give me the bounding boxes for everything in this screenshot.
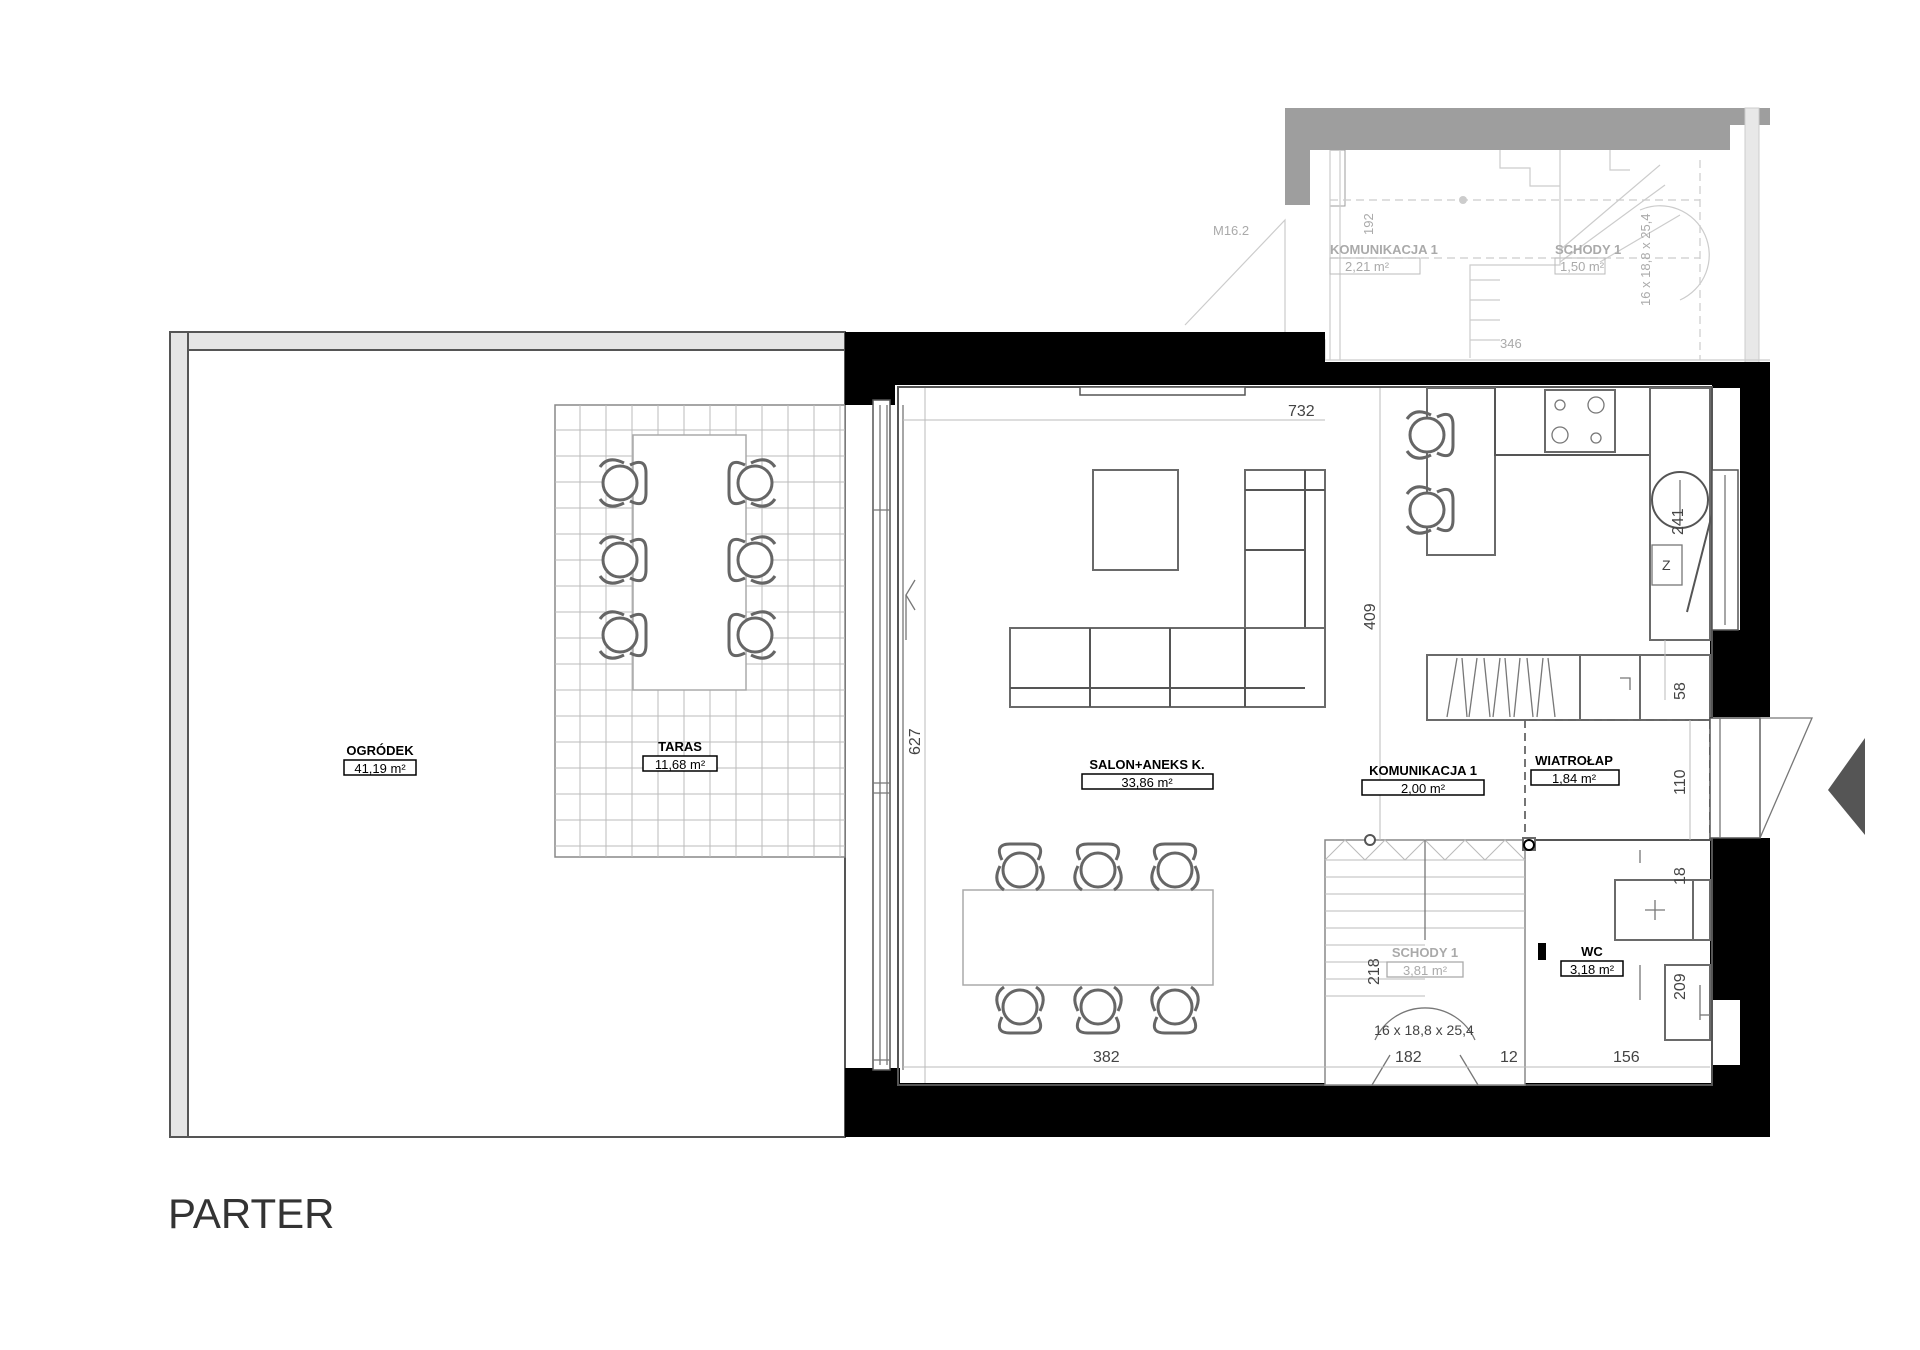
terrace-chair-left-1 [598,458,648,508]
stairs [1324,834,1526,1086]
dim-409: 409 [1362,603,1379,630]
ghost-schody-area: 1,50 m² [1560,259,1605,274]
terrace-chair-left-2 [598,535,648,585]
dim-241: 241 [1670,508,1687,535]
dim-218: 218 [1366,958,1383,985]
dim-12: 12 [1500,1049,1518,1066]
ghost-stairs [1459,150,1710,358]
room-area-wiatrolap: 1,84 m² [1552,771,1597,786]
terrace-chair-right-1 [727,458,777,508]
room-name-wc: WC [1581,944,1603,959]
wardrobe [1426,654,1581,721]
room-area-komunikacja: 2,00 m² [1401,781,1446,796]
room-name-schody: SCHODY 1 [1392,945,1458,960]
dim-182: 182 [1395,1049,1422,1066]
entry-door[interactable] [1709,717,1761,839]
room-name-komunikacja: KOMUNIKACJA 1 [1369,763,1477,778]
dim-18: 18 [1672,867,1689,885]
room-label-wc: WC 3,18 m² [1560,944,1624,977]
room-area-salon: 33,86 m² [1121,775,1173,790]
dining-chair-bottom-2 [1073,985,1123,1035]
ghost-level-mark: M16.2 [1213,223,1249,238]
bar-stool-2 [1405,485,1455,535]
ghost-komunikacja-area: 2,21 m² [1345,259,1390,274]
stairs-spec: 16 x 18,8 x 25,4 [1374,1022,1474,1038]
left-glazing [872,399,916,1071]
ghost-komunikacja-name: KOMUNIKACJA 1 [1330,242,1438,257]
sofa [1009,469,1326,708]
cooktop [1544,389,1616,453]
terrace-area [554,404,846,858]
room-label-komunikacja: KOMUNIKACJA 1 2,00 m² [1361,763,1485,796]
dim-110: 110 [1672,769,1689,795]
ghost-schody-name: SCHODY 1 [1555,242,1621,257]
dining-chair-top-2 [1073,842,1123,892]
room-label-ogrodek: OGRÓDEK 41,19 m² [343,743,417,776]
ghost-dim-346: 346 [1500,336,1522,351]
terrace-chair-right-2 [727,535,777,585]
wc-toilet [1664,964,1711,1041]
dining-chair-top-1 [995,842,1045,892]
room-label-schody: SCHODY 1 3,81 m² 16 x 18,8 x 25,4 [1374,945,1474,1038]
room-label-taras: TARAS 11,68 m² [642,739,718,772]
room-area-schody: 3,81 m² [1403,963,1448,978]
svg-text:Z: Z [1662,557,1671,573]
dim-209: 209 [1672,973,1689,1000]
ghost-dim-192: 192 [1361,213,1376,235]
armchair-square [1092,469,1179,571]
room-area-taras: 11,68 m² [655,757,706,772]
terrace-table [632,434,747,691]
room-label-salon: SALON+ANEKS K. 33,86 m² [1081,757,1214,790]
room-name-salon: SALON+ANEKS K. [1089,757,1204,772]
entry-wc [1522,717,1865,1041]
terrace-chairs [598,458,777,660]
bar-stool-1 [1405,410,1455,460]
entrance-arrow-icon [1828,738,1865,835]
room-name-wiatrolap: WIATROŁAP [1535,753,1613,768]
dining-chair-bottom-3 [1150,985,1200,1035]
dim-156: 156 [1613,1049,1640,1066]
room-area-ogrodek: 41,19 m² [354,761,406,776]
terrace-chair-left-3 [598,610,648,660]
dimension-lines [903,388,1710,1083]
dim-58: 58 [1672,682,1689,700]
floor-title: PARTER [168,1190,334,1237]
dining-chair-top-3 [1150,842,1200,892]
ghost-stairs-spec: 16 x 18,8 x 25,4 [1638,213,1653,306]
dim-627: 627 [907,728,924,755]
ghost-wall-fill [1285,108,1770,205]
upper-floor-ghost: M16.2 KOMUNIKACJA 1 2,21 m² SCHODY 1 1,5… [1184,107,1770,369]
dim-732: 732 [1288,403,1315,420]
terrace-chair-right-3 [727,610,777,660]
room-area-wc: 3,18 m² [1570,962,1615,977]
sink-icon [1651,471,1709,529]
dining-chair-bottom-1 [995,985,1045,1035]
room-label-wiatrolap: WIATROŁAP 1,84 m² [1530,753,1620,786]
room-name-taras: TARAS [658,739,702,754]
dining-table [962,889,1214,986]
salon-furniture [962,469,1326,1035]
dim-382: 382 [1093,1049,1120,1066]
room-name-ogrodek: OGRÓDEK [346,743,414,758]
